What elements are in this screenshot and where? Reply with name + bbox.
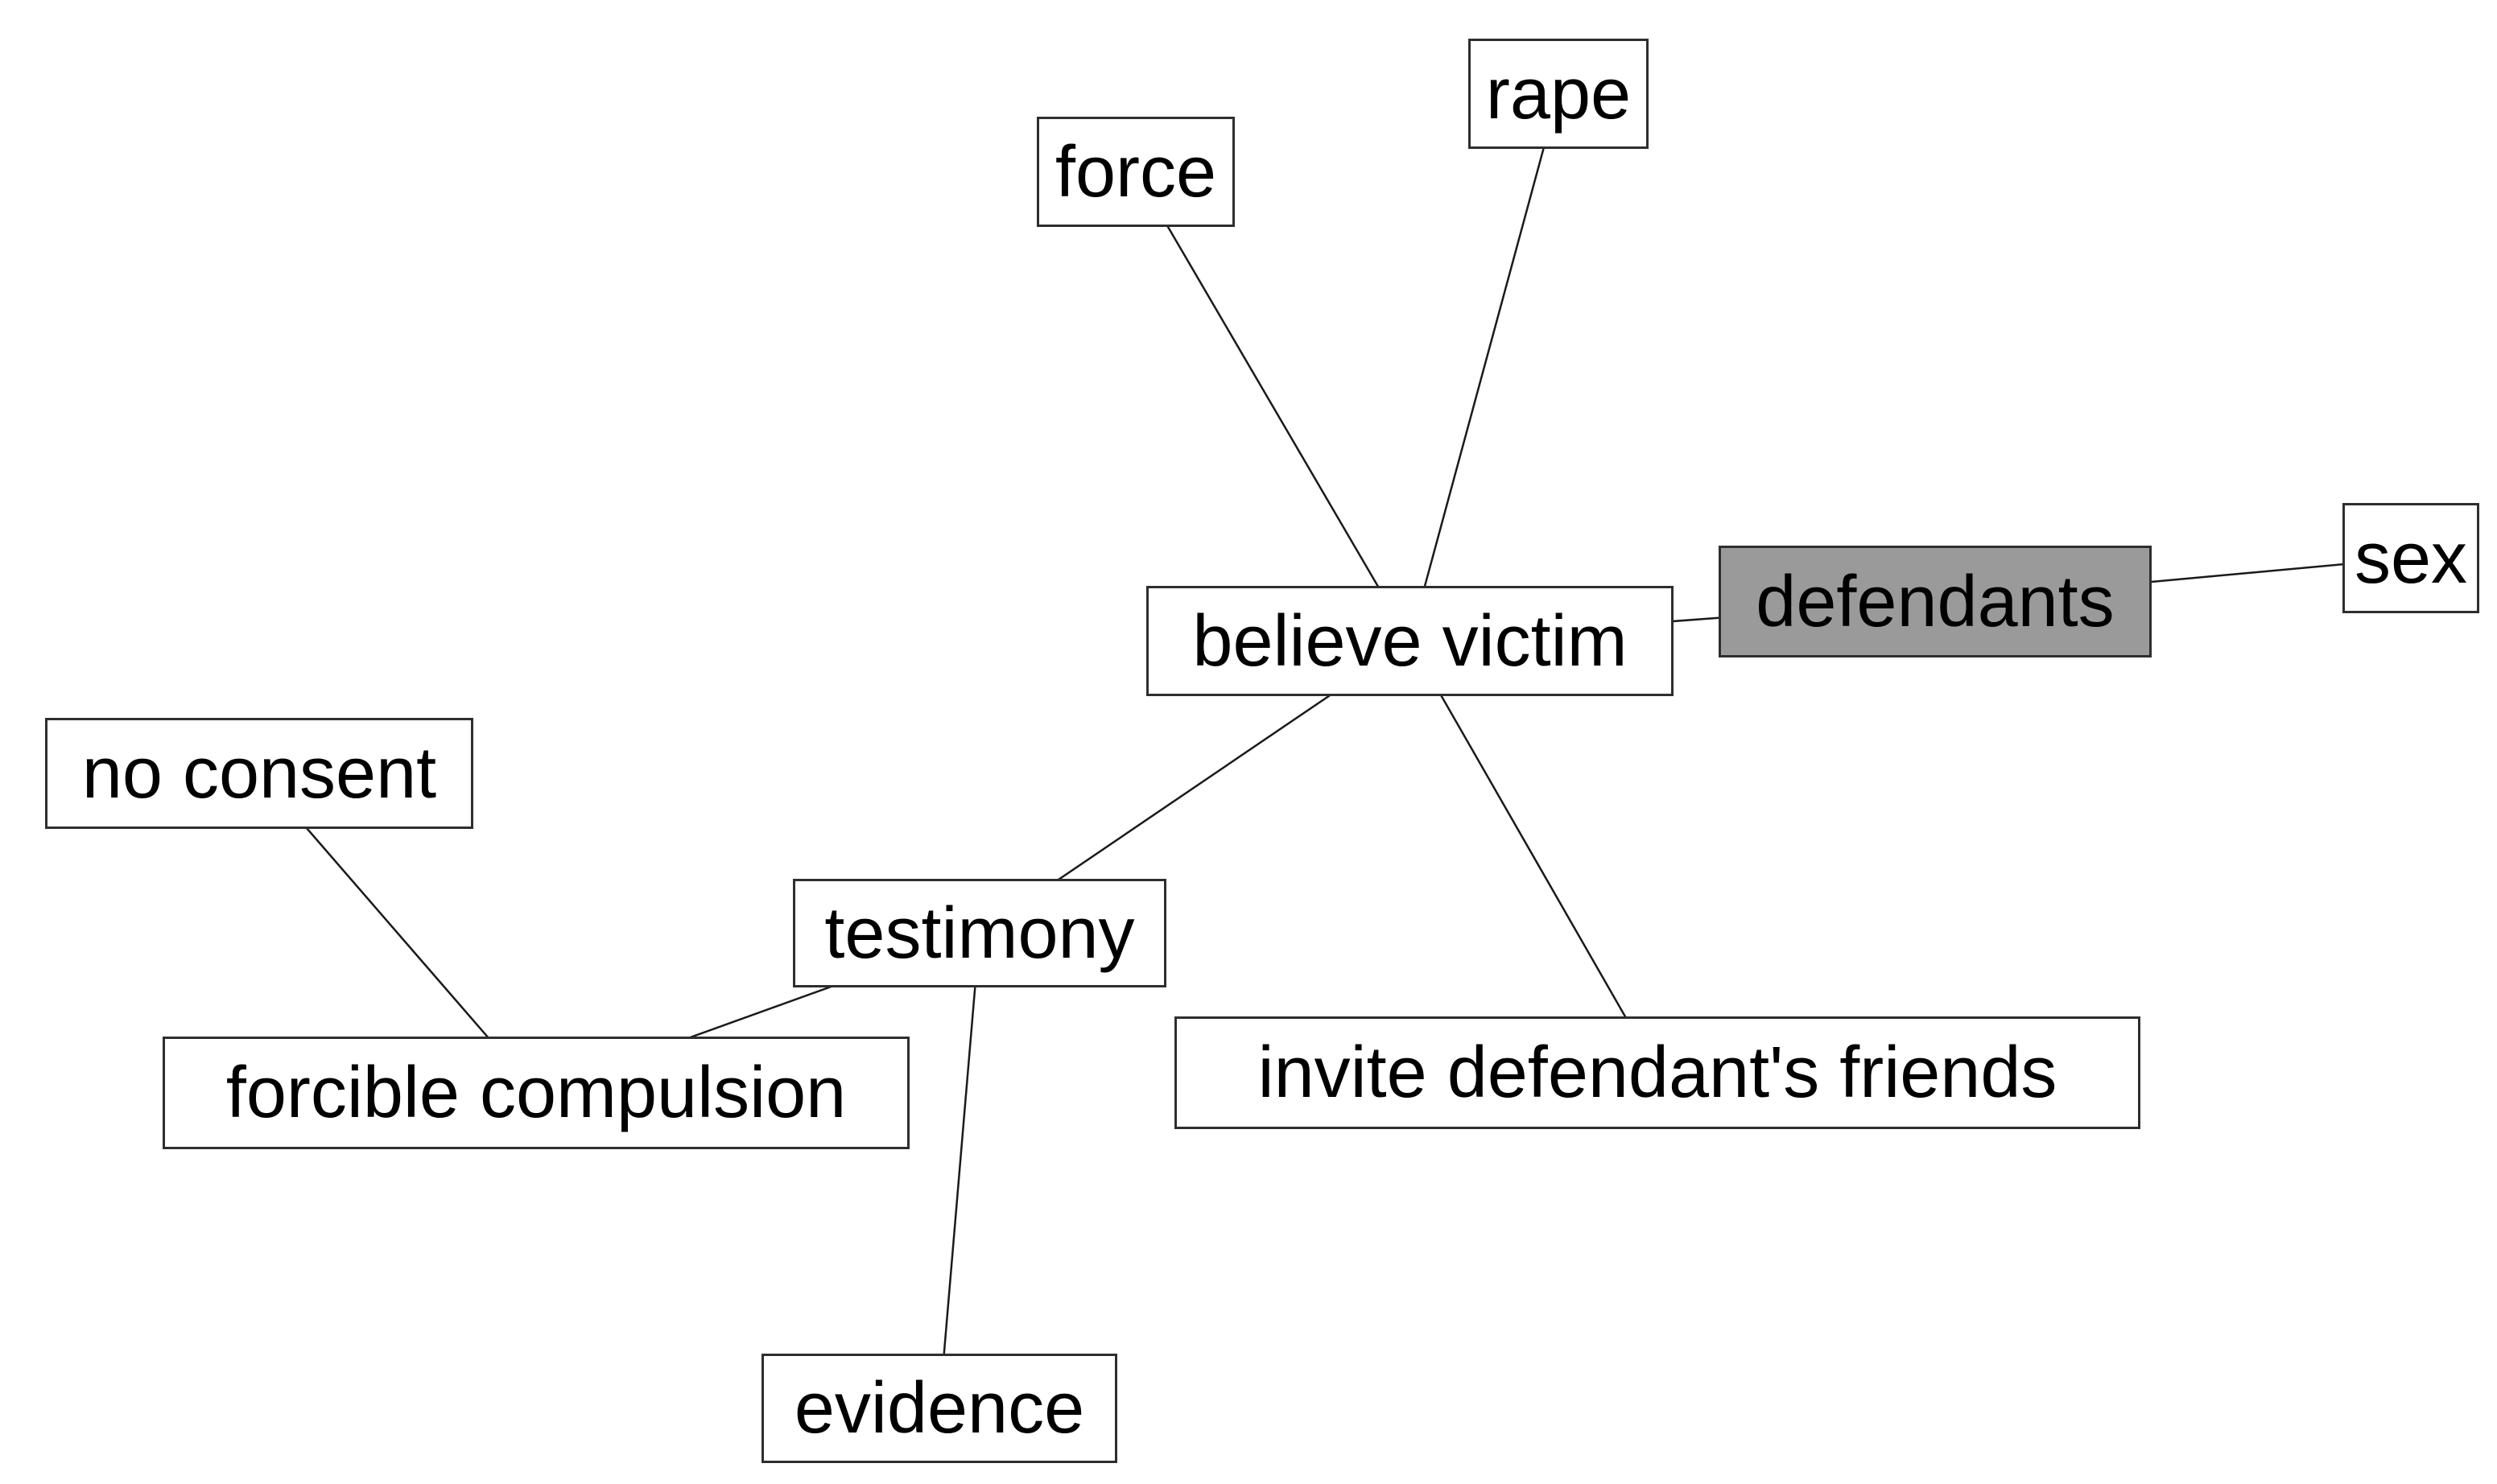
node-label: evidence — [794, 1368, 1085, 1449]
edge-believe-victim--invite-defendants-friends — [1409, 640, 1659, 1074]
node-label: believe victim — [1192, 600, 1628, 682]
edge-force--believe-victim — [1134, 171, 1411, 642]
node-label: rape — [1485, 53, 1632, 134]
node-label: no consent — [81, 733, 437, 814]
edge-testimony--evidence — [938, 933, 981, 1409]
node-invite-defendants-friends[interactable]: invite defendant's friends — [1174, 1016, 2140, 1129]
node-rape[interactable]: rape — [1468, 39, 1649, 149]
node-evidence[interactable]: evidence — [761, 1354, 1117, 1463]
edge-rape--believe-victim — [1409, 93, 1560, 641]
node-label: defendants — [1756, 561, 2115, 642]
node-forcible-compulsion[interactable]: forcible compulsion — [163, 1037, 910, 1149]
node-believe-victim[interactable]: believe victim — [1146, 586, 1674, 696]
node-defendants[interactable]: defendants — [1719, 546, 2152, 657]
node-label: forcible compulsion — [225, 1053, 847, 1133]
node-testimony[interactable]: testimony — [793, 879, 1166, 987]
node-label: force — [1055, 131, 1217, 212]
node-label: testimony — [824, 892, 1135, 974]
node-no-consent[interactable]: no consent — [45, 718, 473, 829]
node-force[interactable]: force — [1037, 117, 1235, 227]
node-sex[interactable]: sex — [2342, 503, 2479, 613]
node-label: sex — [2354, 517, 2468, 599]
node-label: invite defendant's friends — [1257, 1033, 2057, 1113]
